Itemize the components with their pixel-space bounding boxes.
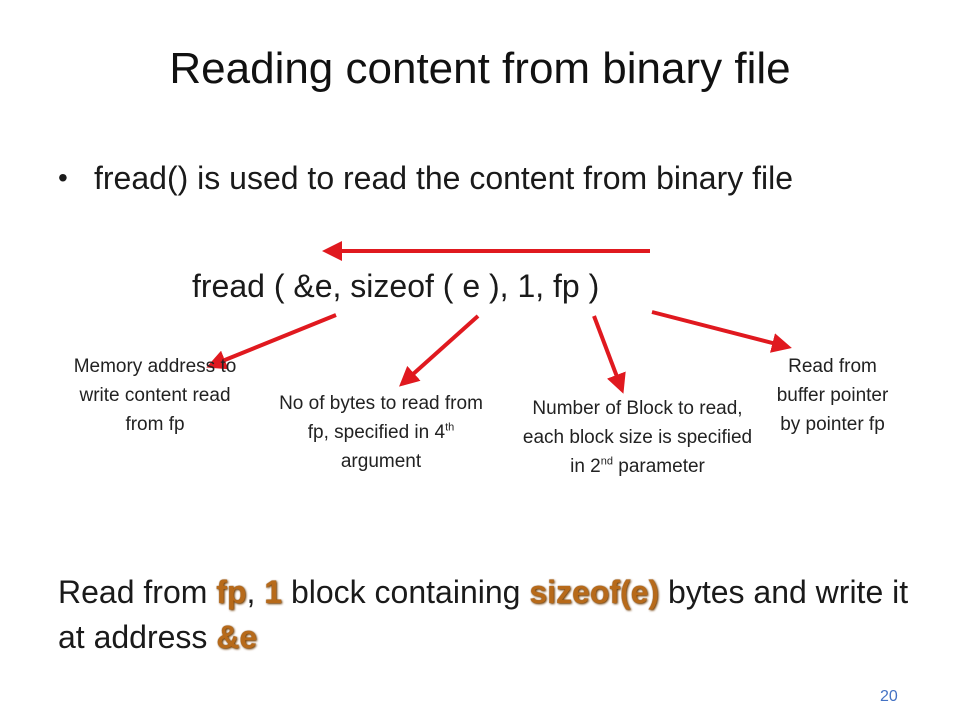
arrow-to-block-note (592, 315, 626, 394)
note-block-count: Number of Block to read, each block size… (520, 394, 755, 481)
fread-code-line: fread ( &e, sizeof ( e ), 1, fp ) (192, 268, 600, 304)
summary-highlight-address: &e (216, 619, 258, 655)
note-bytes-to-read: No of bytes to read from fp, specified i… (266, 389, 496, 476)
note-file-pointer: Read from buffer pointer by pointer fp (776, 356, 889, 435)
summary-highlight-sizeof: sizeof(e) (529, 574, 660, 610)
bullet-point: • fread() is used to read the content fr… (58, 155, 918, 201)
note-block-text: Number of Block to read, each block size… (522, 398, 753, 477)
note-bytes-text: No of bytes to read from fp, specified i… (279, 393, 483, 443)
summary-highlight-fp: fp (216, 574, 247, 610)
bullet-dot-icon: • (58, 162, 68, 193)
summary-sentence: Read from fp, 1 block containing sizeof(… (58, 570, 918, 660)
summary-text-3: block containing (282, 574, 530, 610)
summary-text-2: , (246, 574, 265, 610)
summary-text-4: bytes and write it at address (58, 574, 909, 655)
note-block-tail: parameter (613, 456, 705, 477)
note-bytes-tail: argument (340, 451, 422, 472)
bullet-text: fread() is used to read the content from… (94, 160, 794, 196)
note-block-sup: nd (600, 455, 613, 468)
summary-highlight-count: 1 (264, 574, 283, 610)
note-memory-address: Memory address to write content read fro… (73, 356, 237, 435)
summary-text-1: Read from (58, 574, 217, 610)
page-number: 20 (880, 688, 898, 705)
slide-title: Reading content from binary file (169, 44, 791, 93)
arrow-to-fp-note (651, 310, 792, 353)
arrow-to-memory-note (206, 313, 337, 370)
note-bytes-sup: th (445, 421, 455, 434)
arrow-to-bytes-note (399, 314, 480, 387)
